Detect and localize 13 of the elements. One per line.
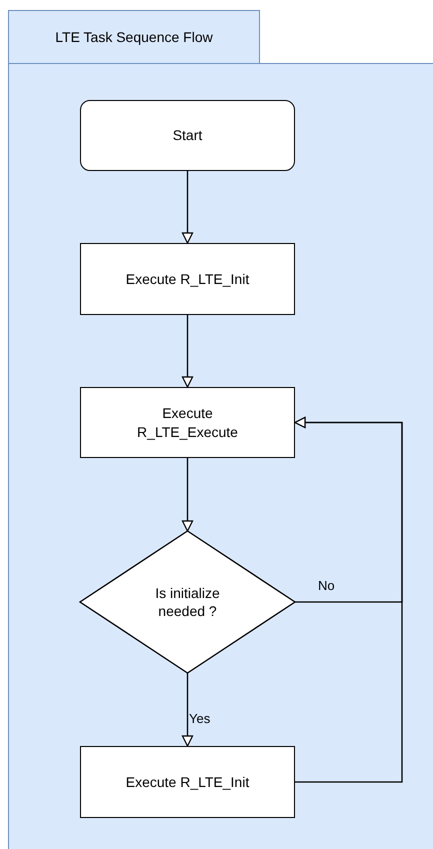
arrow: [182, 171, 194, 244]
arrow: [182, 458, 194, 532]
process-box: Execute R_LTE_Execute: [80, 387, 295, 458]
decision-diamond: Is initialize needed ?: [80, 531, 295, 673]
arrow: [294, 416, 403, 783]
swimlane-title: LTE Task Sequence Flow: [8, 10, 260, 63]
process-box: Execute R_LTE_Init: [80, 746, 295, 818]
process-box: Execute R_LTE_Init: [80, 243, 295, 315]
arrow: [182, 315, 194, 388]
start-terminal: Start: [80, 100, 295, 171]
edge-label: No: [318, 579, 335, 592]
edge-label: Yes: [189, 712, 210, 725]
arrow: [182, 673, 194, 747]
